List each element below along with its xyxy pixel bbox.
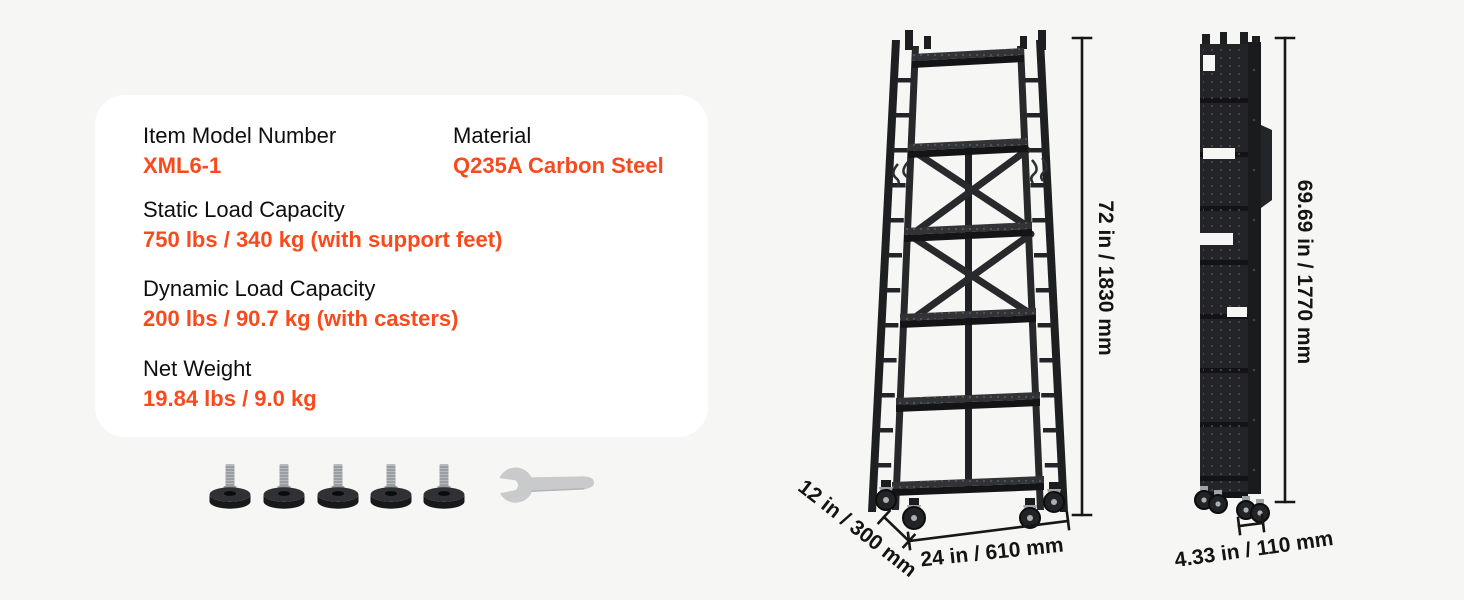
casters xyxy=(875,480,1065,530)
spec-card: Item Model Number XML6-1 Material Q235A … xyxy=(95,95,708,437)
spec-value: Q235A Carbon Steel xyxy=(453,153,664,178)
leveling-foot-icon xyxy=(208,463,252,509)
spec-item-model-number: Item Model Number XML6-1 xyxy=(143,123,336,179)
spec-material: Material Q235A Carbon Steel xyxy=(453,123,664,179)
casters xyxy=(1194,486,1270,523)
leveling-foot-icon xyxy=(316,463,360,509)
leveling-foot-icon xyxy=(422,463,466,509)
spec-label: Dynamic Load Capacity xyxy=(143,276,376,301)
wrench-icon xyxy=(492,462,598,508)
spec-value: 750 lbs / 340 kg (with support feet) xyxy=(143,227,503,252)
leveling-foot-icon xyxy=(262,463,306,509)
s-hooks xyxy=(892,157,1048,188)
spec-value: XML6-1 xyxy=(143,153,222,178)
leveling-foot-icon xyxy=(369,463,413,509)
spec-label: Item Model Number xyxy=(143,123,337,148)
dim-open-height-label: 72 in / 1830 mm xyxy=(1094,200,1117,356)
spec-net-weight: Net Weight 19.84 lbs / 9.0 kg xyxy=(143,356,317,412)
spec-value: 200 lbs / 90.7 kg (with casters) xyxy=(143,306,459,331)
open-shelf-illustration xyxy=(862,28,1074,543)
dim-folded-height-label: 69.69 in / 1770 mm xyxy=(1293,179,1316,365)
spec-label: Net Weight xyxy=(143,356,252,381)
spec-label: Material xyxy=(453,123,532,148)
spec-label: Static Load Capacity xyxy=(143,197,345,222)
spec-dynamic-load-capacity: Dynamic Load Capacity 200 lbs / 90.7 kg … xyxy=(143,276,458,332)
folded-shelf-illustration xyxy=(1190,30,1290,531)
shelf-tiers xyxy=(892,48,1044,496)
x-braces xyxy=(910,146,1035,322)
post-stubs xyxy=(905,30,1046,50)
dimension-lines xyxy=(780,20,1360,585)
spec-static-load-capacity: Static Load Capacity 750 lbs / 340 kg (w… xyxy=(143,197,502,253)
spec-value: 19.84 lbs / 9.0 kg xyxy=(143,386,317,411)
